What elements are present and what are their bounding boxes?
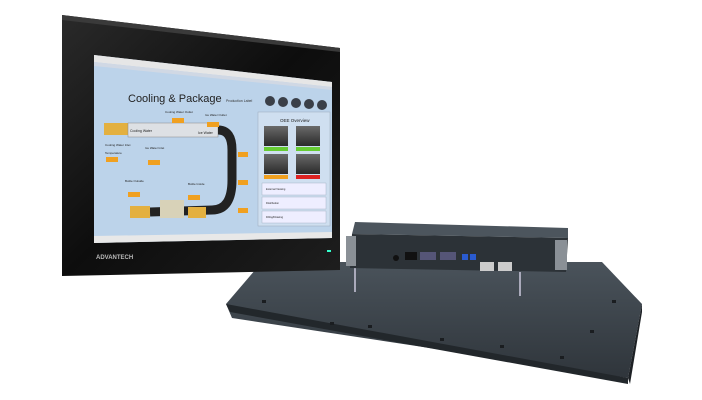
- ice-water-inlet-label: Ice Water Inlet: [145, 146, 164, 150]
- distribution-button-box[interactable]: [261, 196, 327, 210]
- io-ports: [393, 252, 512, 271]
- display-screen: Cooling & Package Production Label Cooli…: [94, 55, 332, 243]
- ice-water-outlet-label: Ice Water Outlet: [205, 113, 227, 117]
- sensor-labels: Cooling Water Outlet Ice Water Outlet Co…: [105, 110, 227, 186]
- filling-drawing-button-box[interactable]: [261, 210, 327, 224]
- screen-title: Cooling & Package: [128, 93, 222, 105]
- temperature-label: Temperature: [105, 151, 122, 155]
- cooling-water-label: Cooling Water: [130, 129, 153, 133]
- external-viewing-button-box[interactable]: [261, 182, 327, 196]
- mounting-holes: [262, 300, 616, 359]
- cooling-water-outlet-label: Cooling Water Outlet: [165, 110, 193, 114]
- box-pc-module: [346, 222, 568, 272]
- cooling-water-inlet-label: Cooling Water Inlet: [105, 143, 131, 147]
- conveyor-diagram: Cooling Water Ice Water: [104, 122, 237, 218]
- distribution-button[interactable]: Distribution: [266, 201, 280, 205]
- nav-icons: [265, 96, 327, 110]
- oee-buttons: External Viewing Distribution Filling/Dr…: [261, 182, 327, 224]
- temperature-readouts: [106, 118, 248, 213]
- ice-water-label: Ice Water: [198, 131, 214, 135]
- external-viewing-button[interactable]: External Viewing: [266, 187, 286, 191]
- bottle-outside-label: Bottle Outside: [125, 179, 144, 183]
- screen-subtitle: Production Label: [226, 99, 252, 103]
- bottle-inside-label: Bottle Inside: [188, 182, 205, 186]
- brand-logo: ADVANTECH: [96, 255, 133, 261]
- rear-panel-unit: [226, 222, 642, 384]
- front-panel-pc: Cooling & Package Production Label Cooli…: [62, 15, 340, 276]
- oee-panel: OEE Overview External Viewing Distributi…: [257, 111, 331, 227]
- power-led: [327, 250, 331, 252]
- filling-drawing-button[interactable]: Filling/Drawing: [266, 215, 284, 219]
- oee-title: OEE Overview: [280, 118, 310, 123]
